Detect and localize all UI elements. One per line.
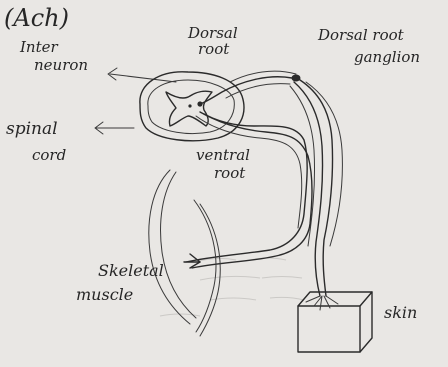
skeletal-muscle-outline [149,170,220,336]
skeletal-muscle-label-line2: muscle [76,285,133,304]
interneuron-arrow-line [110,74,176,82]
sensory-nerve-bundle [290,80,342,296]
spinal-cord-cross-section [140,72,244,141]
ventral-root-label-line2: root [214,164,246,182]
interneuron-label-line2: neuron [34,56,88,74]
spinal-cord-label-line1: spinal [6,119,58,139]
ventral-root-label-line1: ventral [196,146,250,164]
skin-label: skin [384,303,417,322]
interneuron-label-line1: Inter [19,38,58,56]
drg-label-line2: ganglion [354,48,420,66]
drg-cell-body [292,75,301,82]
drg-label-line1: Dorsal root [317,26,405,44]
dorsal-root-fibers [200,71,296,104]
dorsal-root-label-line2: root [198,40,230,58]
sensory-nerve-endings [306,296,338,310]
ach-label: (Ach) [4,4,69,32]
skeletal-muscle-label-line1: Skeletal [98,261,164,280]
spinal-cord-label-line2: cord [32,146,66,164]
paper-show-through [160,258,304,316]
ventral-root-fibers [186,112,312,268]
